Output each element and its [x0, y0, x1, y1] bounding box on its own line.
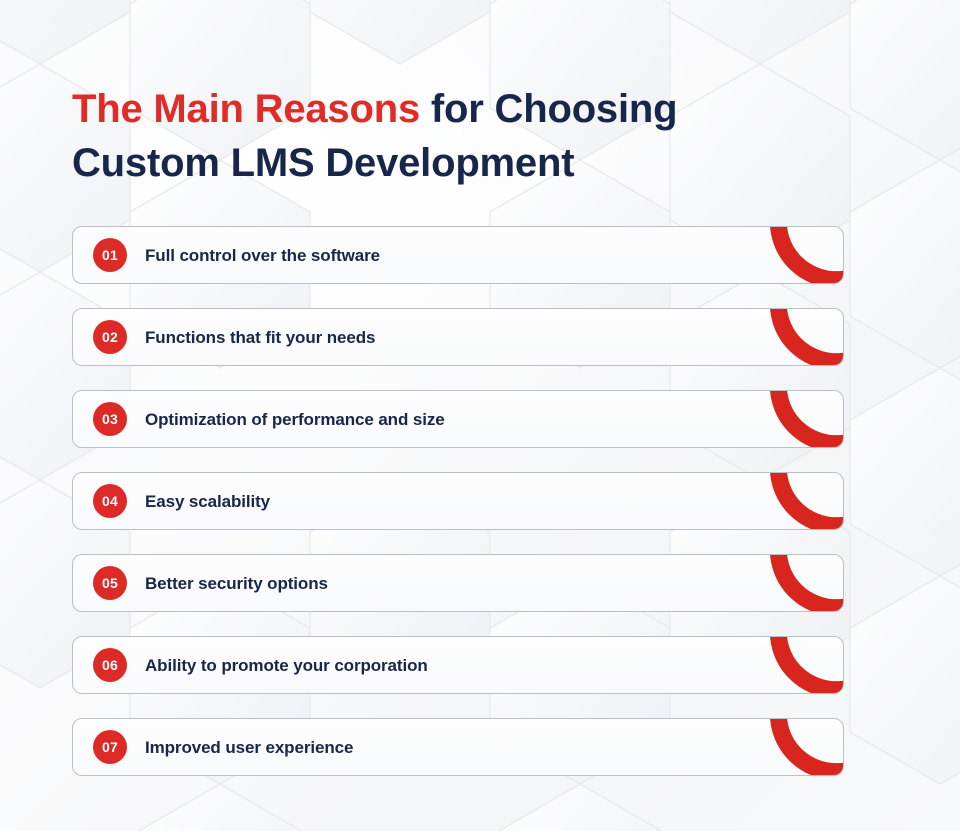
item-label: Improved user experience — [145, 738, 354, 757]
item-number-badge: 02 — [93, 320, 127, 354]
item-number-badge: 03 — [93, 402, 127, 436]
list-item[interactable]: 02 Functions that fit your needs — [72, 308, 844, 366]
item-label: Functions that fit your needs — [145, 328, 376, 347]
page-title-rest: for Choosing Custom LMS Development — [72, 86, 678, 185]
corner-arc-decoration — [770, 309, 843, 365]
corner-arc-decoration — [770, 227, 843, 283]
item-label: Optimization of performance and size — [145, 410, 445, 429]
page-title: The Main Reasons for Choosing Custom LMS… — [72, 82, 882, 190]
corner-arc-decoration — [770, 473, 843, 529]
item-label: Ability to promote your corporation — [145, 656, 428, 675]
list-item[interactable]: 04 Easy scalability — [72, 472, 844, 530]
list-item[interactable]: 05 Better security options — [72, 554, 844, 612]
item-number-badge: 01 — [93, 238, 127, 272]
corner-arc-decoration — [770, 555, 843, 611]
item-number-badge: 04 — [93, 484, 127, 518]
list-item[interactable]: 07 Improved user experience — [72, 718, 844, 776]
item-label: Full control over the software — [145, 246, 381, 265]
corner-arc-decoration — [770, 637, 843, 693]
reasons-list: 01 Full control over the software 02 Fun… — [72, 226, 844, 776]
list-item[interactable]: 06 Ability to promote your corporation — [72, 636, 844, 694]
page-title-accent: The Main Reasons — [72, 86, 420, 131]
list-item[interactable]: 03 Optimization of performance and size — [72, 390, 844, 448]
item-label: Better security options — [145, 574, 328, 593]
list-item[interactable]: 01 Full control over the software — [72, 226, 844, 284]
item-number-badge: 07 — [93, 730, 127, 764]
item-number-badge: 05 — [93, 566, 127, 600]
corner-arc-decoration — [770, 719, 843, 775]
corner-arc-decoration — [770, 391, 843, 447]
item-label: Easy scalability — [145, 492, 271, 511]
item-number-badge: 06 — [93, 648, 127, 682]
